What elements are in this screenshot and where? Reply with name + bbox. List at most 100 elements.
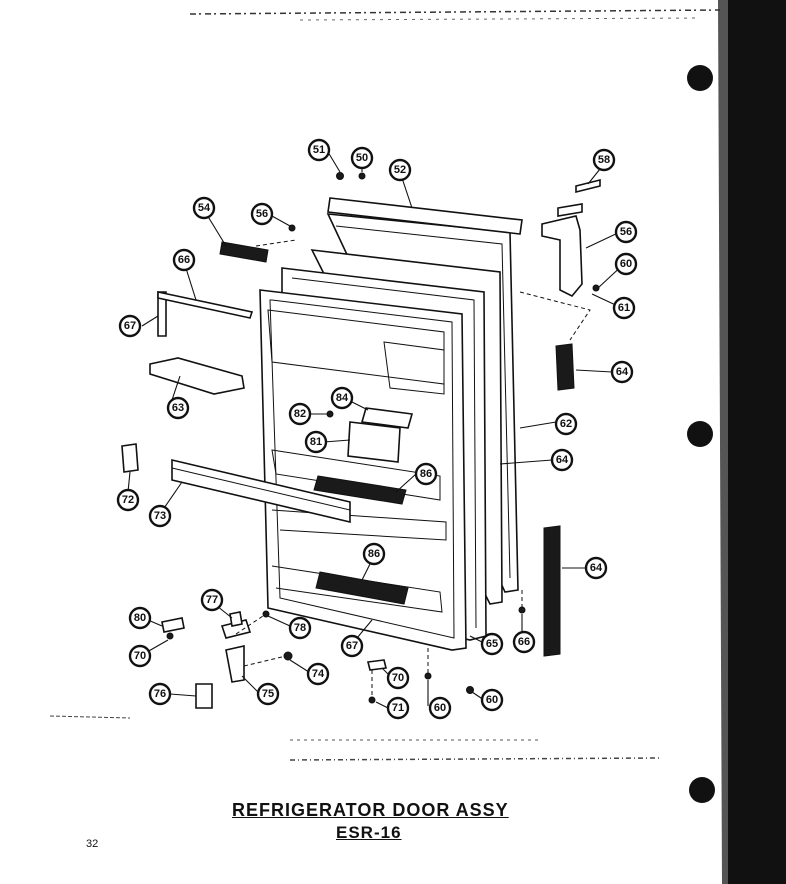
svg-text:75: 75 [262, 688, 274, 700]
svg-text:50: 50 [356, 152, 368, 164]
svg-text:86: 86 [368, 548, 380, 560]
bottom-hinge-pin [229, 611, 243, 627]
callout-63: 63 [166, 396, 190, 420]
svg-text:84: 84 [336, 392, 349, 404]
screw [336, 172, 344, 180]
screw [166, 632, 174, 640]
diagram-subtitle: ESR-16 [336, 823, 402, 842]
callout-64-mid: 64 [550, 448, 574, 472]
screw [466, 686, 474, 694]
screw [358, 172, 366, 180]
callout-75: 75 [256, 682, 280, 706]
callout-66: 66 [512, 630, 536, 654]
callout-77: 77 [200, 588, 224, 612]
hinge-plate [557, 203, 583, 217]
svg-text:67: 67 [124, 320, 136, 332]
callout-76: 76 [148, 682, 172, 706]
callout-62-right: 62 [554, 412, 578, 436]
hinge-washer [161, 617, 185, 633]
svg-text:60: 60 [486, 694, 498, 706]
svg-text:56: 56 [620, 226, 632, 238]
hinge-pin [575, 178, 601, 194]
callout-56: 56 [250, 202, 274, 226]
callout-67-left: 67 [118, 314, 142, 338]
callout-80-bottom: 80 [128, 606, 152, 630]
svg-text:72: 72 [122, 494, 134, 506]
callout-70-left: 70 [128, 644, 152, 668]
callout-58: 56 [614, 220, 638, 244]
svg-text:73: 73 [154, 510, 166, 522]
side-bracket [157, 291, 167, 337]
alignment-line [519, 291, 591, 341]
svg-text:76: 76 [154, 688, 166, 700]
alignment-line [255, 239, 297, 247]
binder-hole [687, 65, 713, 91]
svg-text:65: 65 [486, 638, 498, 650]
door-panel-outer-edge [335, 225, 511, 579]
callout-86-lower: 86 [362, 542, 386, 566]
svg-text:78: 78 [294, 622, 306, 634]
svg-text:51: 51 [313, 144, 325, 156]
callout-60-right: 60 [614, 252, 638, 276]
svg-text:70: 70 [134, 650, 146, 662]
callout-80: 66 [172, 248, 196, 272]
svg-text:64: 64 [616, 366, 629, 378]
door-stop [367, 659, 387, 671]
callout-71: 71 [386, 696, 410, 720]
svg-text:71: 71 [392, 702, 404, 714]
scan-noise [189, 9, 721, 15]
scan-noise [289, 757, 661, 761]
callout-82: 82 [288, 402, 312, 426]
binder-hole [687, 421, 713, 447]
callout-72: 72 [116, 488, 140, 512]
svg-text:86: 86 [420, 468, 432, 480]
alignment-line [243, 655, 287, 667]
svg-text:77: 77 [206, 594, 218, 606]
scan-noise [49, 715, 131, 719]
callout-51: 51 [307, 138, 331, 162]
scan-noise [299, 17, 701, 21]
screw [288, 224, 296, 232]
callout-60-bottom-right: 60 [480, 688, 504, 712]
door-handle-bar [171, 458, 351, 524]
callout-67-bottom: 67 [340, 634, 364, 658]
callout-74: 74 [306, 662, 330, 686]
callout-50: 50 [350, 146, 374, 170]
callout-73: 73 [148, 504, 172, 528]
svg-text:58: 58 [598, 154, 610, 166]
hinge-cover [195, 683, 213, 709]
screw [592, 284, 600, 292]
upper-compartment-box [383, 341, 445, 395]
hinge-clip [121, 443, 139, 473]
door-middle-rail [271, 509, 447, 541]
callout-70-center: 70 [386, 666, 410, 690]
callout-84: 84 [330, 386, 354, 410]
svg-text:64: 64 [556, 454, 569, 466]
butter-compartment [347, 421, 401, 463]
svg-text:80: 80 [134, 612, 146, 624]
svg-text:56: 56 [256, 208, 268, 220]
svg-text:63: 63 [172, 402, 184, 414]
door-shelf-bar-lower [315, 571, 409, 605]
callout-54: 54 [192, 196, 216, 220]
svg-text:82: 82 [294, 408, 306, 420]
bottom-hinge-bracket [225, 645, 245, 683]
svg-text:67: 67 [346, 640, 358, 652]
svg-text:52: 52 [394, 164, 406, 176]
scan-edge [728, 0, 786, 884]
svg-text:54: 54 [198, 202, 211, 214]
callout-78: 78 [288, 616, 312, 640]
door-liner-edge [291, 277, 477, 629]
svg-text:66: 66 [518, 636, 530, 648]
svg-text:70: 70 [392, 672, 404, 684]
svg-text:60: 60 [434, 702, 446, 714]
svg-text:61: 61 [618, 302, 630, 314]
door-shelf-piece [149, 357, 245, 395]
screw [424, 672, 432, 680]
door-handle-bar-line [171, 467, 351, 511]
scan-edge-shade [718, 0, 728, 884]
page-number: 32 [86, 838, 99, 850]
screw [283, 651, 293, 661]
callout-64-gasket: 64 [584, 556, 608, 580]
callout-86-upper: 86 [414, 462, 438, 486]
